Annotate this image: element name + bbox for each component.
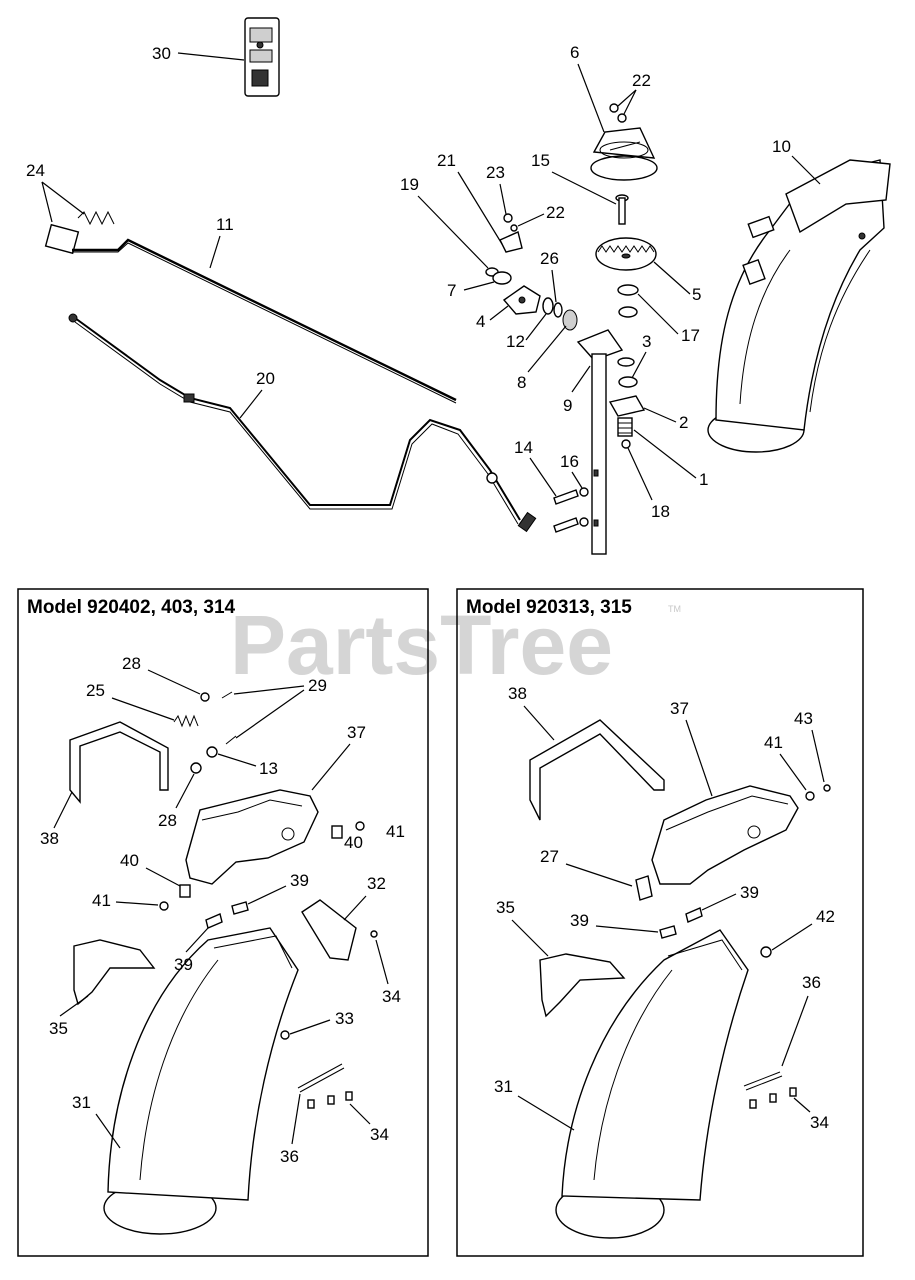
callout-10: 10 [772, 137, 791, 156]
callout-r-31: 31 [494, 1077, 513, 1096]
part-4-bracket [502, 285, 541, 315]
watermark-tm: TM [668, 604, 681, 614]
part-10-chute [707, 159, 891, 453]
callout-30: 30 [152, 44, 171, 63]
callout-l-40-b: 40 [120, 851, 139, 870]
callout-r-39-b: 39 [570, 911, 589, 930]
callout-l-28-b: 28 [158, 811, 177, 830]
callout-l-38: 38 [40, 829, 59, 848]
top-callouts: 30 6 22 24 11 21 23 15 19 22 10 7 26 4 1… [26, 43, 821, 521]
callout-l-41-b: 41 [92, 891, 111, 910]
callout-8: 8 [517, 373, 526, 392]
callout-16: 16 [560, 452, 579, 471]
callout-r-36: 36 [802, 973, 821, 992]
part-2-plate [608, 395, 646, 417]
right-model-panel [456, 588, 864, 1257]
left-panel-callouts: 28 29 25 37 13 38 28 40 41 39 40 41 32 3… [40, 654, 405, 1166]
callout-24: 24 [26, 161, 45, 180]
part-5-gear [595, 237, 657, 271]
callout-l-39-b: 39 [174, 955, 193, 974]
callout-l-40-a: 40 [344, 833, 363, 852]
callout-20: 20 [256, 369, 275, 388]
callout-l-29: 29 [308, 676, 327, 695]
callout-l-28-a: 28 [122, 654, 141, 673]
callout-r-27: 27 [540, 847, 559, 866]
right-panel-title: Model 920313, 315 [466, 597, 632, 618]
callout-l-39-a: 39 [290, 871, 309, 890]
callout-l-25: 25 [86, 681, 105, 700]
left-panel-parts [69, 691, 378, 1235]
callout-11: 11 [216, 215, 234, 234]
part-20-cable [68, 313, 537, 533]
callout-12: 12 [506, 332, 525, 351]
callout-l-41-a: 41 [386, 822, 405, 841]
callout-r-35: 35 [496, 898, 515, 917]
part-1-spring [617, 417, 633, 437]
callout-r-38: 38 [508, 684, 527, 703]
callout-l-36: 36 [280, 1147, 299, 1166]
callout-l-13: 13 [259, 759, 278, 778]
callout-14: 14 [514, 438, 533, 457]
callout-r-42: 42 [816, 907, 835, 926]
callout-2: 2 [679, 413, 688, 432]
callout-15: 15 [531, 151, 550, 170]
part-14-16-bolts [553, 487, 589, 533]
callout-9: 9 [563, 396, 572, 415]
callout-26: 26 [540, 249, 559, 268]
callout-4: 4 [476, 312, 485, 331]
callout-l-33: 33 [335, 1009, 354, 1028]
callout-1: 1 [699, 470, 708, 489]
callout-22-b: 22 [546, 203, 565, 222]
right-panel-callouts: 38 37 43 41 27 39 35 39 42 36 31 34 [494, 684, 835, 1132]
right-panel-parts [529, 719, 831, 1239]
part-11-rod [72, 238, 457, 402]
callout-22-a: 22 [632, 71, 651, 90]
part-15-bolt [615, 194, 629, 225]
callout-l-35: 35 [49, 1019, 68, 1038]
callout-17: 17 [681, 326, 700, 345]
callout-3: 3 [642, 332, 651, 351]
callout-r-34: 34 [810, 1113, 829, 1132]
callout-l-34-b: 34 [370, 1125, 389, 1144]
left-panel-title: Model 920402, 403, 314 [27, 597, 236, 618]
callout-21: 21 [437, 151, 456, 170]
left-model-panel [17, 588, 429, 1257]
part-21-23-22-small [485, 213, 523, 285]
callout-18: 18 [651, 502, 670, 521]
callout-r-41: 41 [764, 733, 783, 752]
callout-23: 23 [486, 163, 505, 182]
callout-l-31: 31 [72, 1093, 91, 1112]
callout-7: 7 [447, 281, 456, 300]
callout-l-34-a: 34 [382, 987, 401, 1006]
part-24-spring-clip [44, 210, 115, 255]
callout-5: 5 [692, 285, 701, 304]
callout-6: 6 [570, 43, 579, 62]
watermark-text: PartsTree [230, 598, 613, 692]
callout-19: 19 [400, 175, 419, 194]
callout-r-43: 43 [794, 709, 813, 728]
part-30-bracket [244, 17, 280, 97]
part-6-chute-knob [590, 127, 658, 181]
callout-l-32: 32 [367, 874, 386, 893]
callout-r-39-a: 39 [740, 883, 759, 902]
callout-l-37: 37 [347, 723, 366, 742]
callout-r-37: 37 [670, 699, 689, 718]
part-9-tall-bracket [576, 329, 624, 555]
